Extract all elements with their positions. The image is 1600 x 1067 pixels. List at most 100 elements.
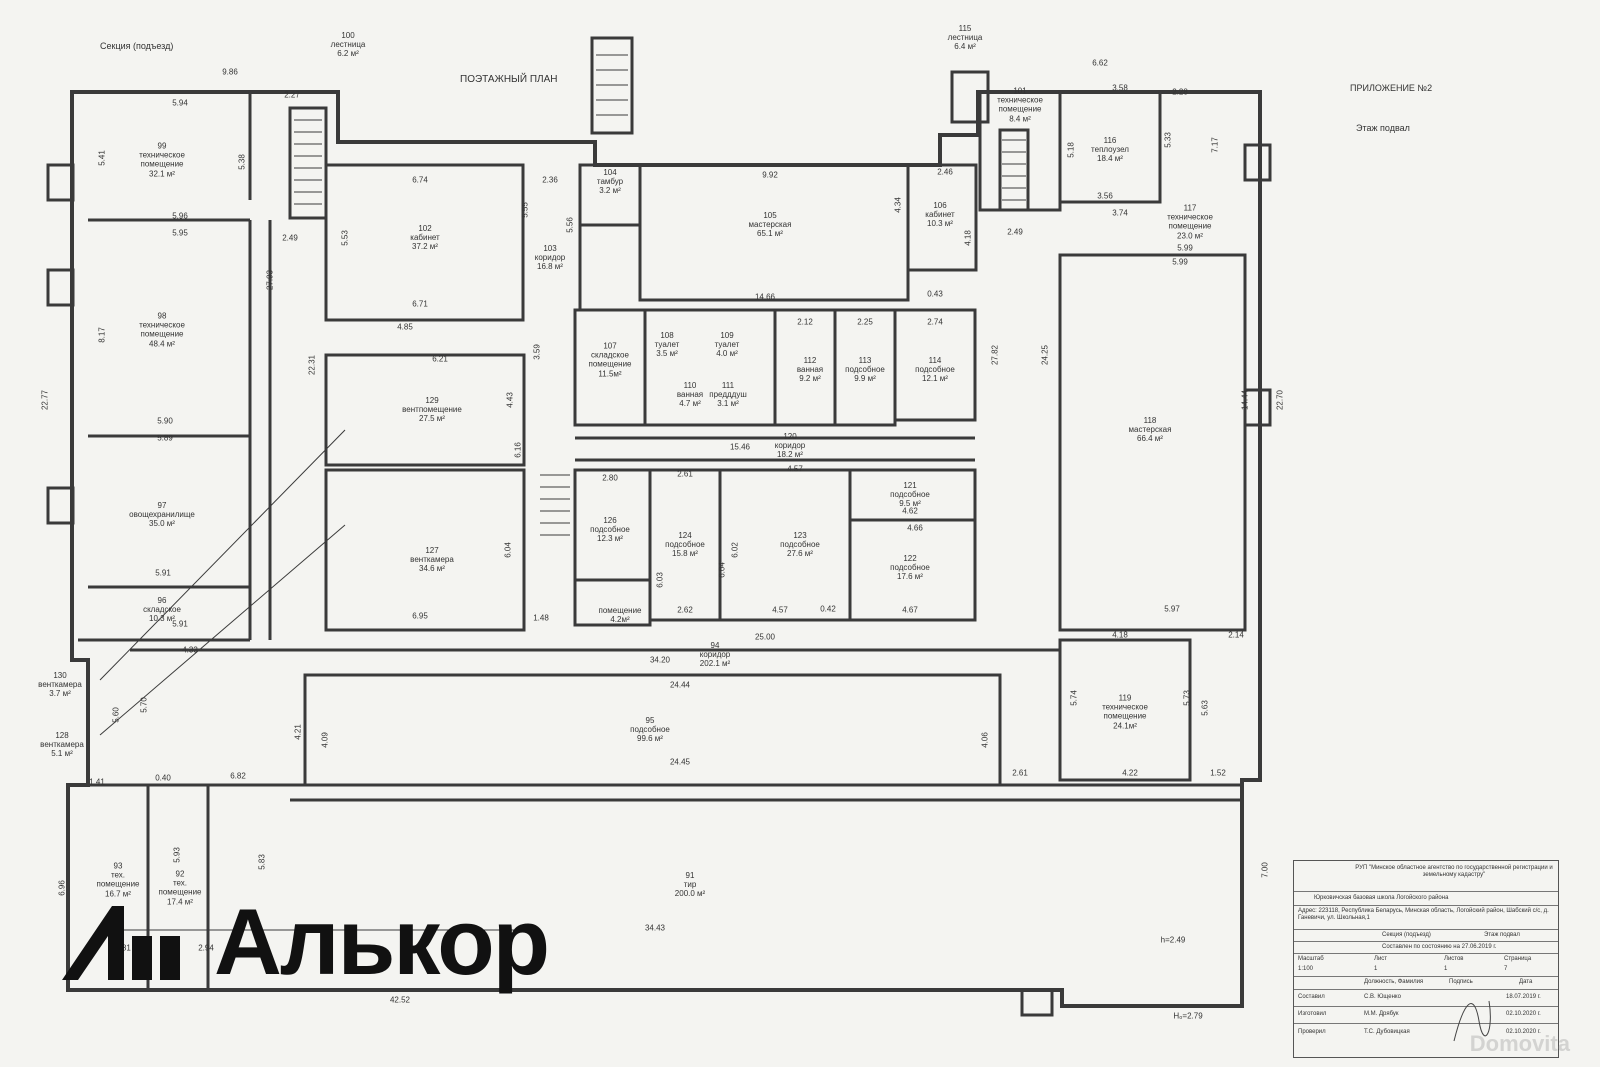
dimension-label: 27.93 <box>265 269 275 291</box>
room-line: 4.7 м² <box>679 399 701 409</box>
room-line: 24.1м² <box>1113 721 1137 731</box>
dimension-label: 5.90 <box>157 416 173 426</box>
room-line: 9.9 м² <box>854 374 876 384</box>
stamp-date-1: 18.07.2019 г. <box>1506 994 1541 1000</box>
dimension-label: 0.42 <box>820 604 836 614</box>
dimension-label: 5.91 <box>155 568 171 578</box>
dimension-label: 15.46 <box>729 442 751 452</box>
dimension-label: 5.74 <box>1069 690 1079 706</box>
room-line: 99 <box>157 141 167 151</box>
room-line: тамбур <box>596 177 624 187</box>
dimension-label: 4.09 <box>320 732 330 748</box>
dimension-label: 2.28 <box>1172 87 1188 97</box>
alkor-logo-text: Алькор <box>214 889 550 994</box>
room-line: 18.2 м² <box>777 450 803 460</box>
dimension-label: 2.14 <box>1228 630 1244 640</box>
dimension-label: 6.04 <box>717 562 727 578</box>
room-line: 92 <box>175 869 185 879</box>
room-line: 109 <box>720 331 734 341</box>
room-line: 37.2 м² <box>412 242 438 252</box>
dimension-label: 4.21 <box>293 724 303 740</box>
stamp-name-3: Т.С. Дубовицкая <box>1364 1029 1410 1035</box>
room-line: коридор <box>534 253 566 263</box>
dimension-label: 22.31 <box>307 354 317 376</box>
dimension-label: h=2.49 <box>1160 935 1186 945</box>
stamp-position-label: Должность, Фамилия <box>1364 979 1424 985</box>
room-line: 102 <box>418 224 432 234</box>
room-line: 98 <box>157 311 167 321</box>
room-line: 105 <box>763 211 777 221</box>
stamp-signature-label: Подпись <box>1449 979 1473 985</box>
room-line: 100 <box>341 31 355 41</box>
room-line: 66.4 м² <box>1137 434 1163 444</box>
dimension-label: 4.34 <box>893 197 903 213</box>
room-line: подсобное <box>590 525 630 535</box>
dimension-label: 4.66 <box>907 523 923 533</box>
stamp-name-1: С.В. Ющенко <box>1364 994 1401 1000</box>
room-line: 107 <box>603 341 617 351</box>
room-line: 9.5 м² <box>899 499 921 509</box>
dimension-label: 5.93 <box>172 847 182 863</box>
dimension-label: 8.17 <box>97 327 107 343</box>
dimension-label: 22.70 <box>1275 389 1285 411</box>
dimension-label: 5.70 <box>139 697 149 713</box>
room-line: 12.3 м² <box>597 534 623 544</box>
dimension-label: 2.27 <box>284 90 300 100</box>
room-line: 104 <box>603 168 617 178</box>
room-line: подсобное <box>890 490 930 500</box>
dimension-label: 5.95 <box>172 228 188 238</box>
room-line: венткамера <box>40 740 84 750</box>
room-line: 120 <box>783 432 797 442</box>
room-line: 115 <box>958 24 972 34</box>
dimension-label: 6.71 <box>412 299 428 309</box>
room-line: коридор <box>774 441 806 451</box>
dimension-label: 34.43 <box>644 923 666 933</box>
room-line: кабинет <box>410 233 440 243</box>
room-line: 3.5 м² <box>656 349 678 359</box>
room-line: ванная <box>796 365 824 375</box>
dimension-label: 4.33 <box>182 645 198 655</box>
dimension-label: 5.18 <box>1066 142 1076 158</box>
dimension-label: 5.55 <box>520 202 530 218</box>
room-line: 16.8 м² <box>537 262 563 272</box>
stamp-state: Составлен по состоянию на 27.06.2019 г. <box>1382 944 1497 950</box>
room-line: техническое <box>1102 702 1148 712</box>
room-line: 10.3 м² <box>927 219 953 229</box>
room-line: техническое <box>139 150 185 160</box>
room-line: лестница <box>330 40 366 50</box>
dimension-label: 2.62 <box>677 605 693 615</box>
room-line: кабинет <box>925 210 955 220</box>
stamp-object: Юрковичская базовая школа Логойского рай… <box>1314 895 1449 901</box>
room-line: предддуш <box>709 390 747 400</box>
dimension-label: 1.41 <box>89 777 105 787</box>
room-line: подсобное <box>630 725 670 735</box>
room-line: помещение <box>140 330 184 339</box>
room-line: мастерская <box>1128 425 1172 435</box>
dimension-label: 34.20 <box>649 655 671 665</box>
room-line: техническое <box>997 95 1043 105</box>
dimension-label: 4.85 <box>397 322 413 332</box>
dimension-label: 6.95 <box>412 611 428 621</box>
room-line: 16.7 м² <box>105 889 131 899</box>
dimension-label: 6.02 <box>730 542 740 558</box>
room-line: 110 <box>683 381 697 391</box>
dimension-label: 0.40 <box>155 773 171 783</box>
dimension-label: 5.56 <box>565 217 575 233</box>
room-line: 95 <box>645 716 655 726</box>
plan-title: ПОЭТАЖНЫЙ ПЛАН <box>460 74 558 85</box>
room-line: 108 <box>660 331 674 341</box>
room-line: коридор <box>699 650 731 660</box>
dimension-label: 4.18 <box>963 230 973 246</box>
